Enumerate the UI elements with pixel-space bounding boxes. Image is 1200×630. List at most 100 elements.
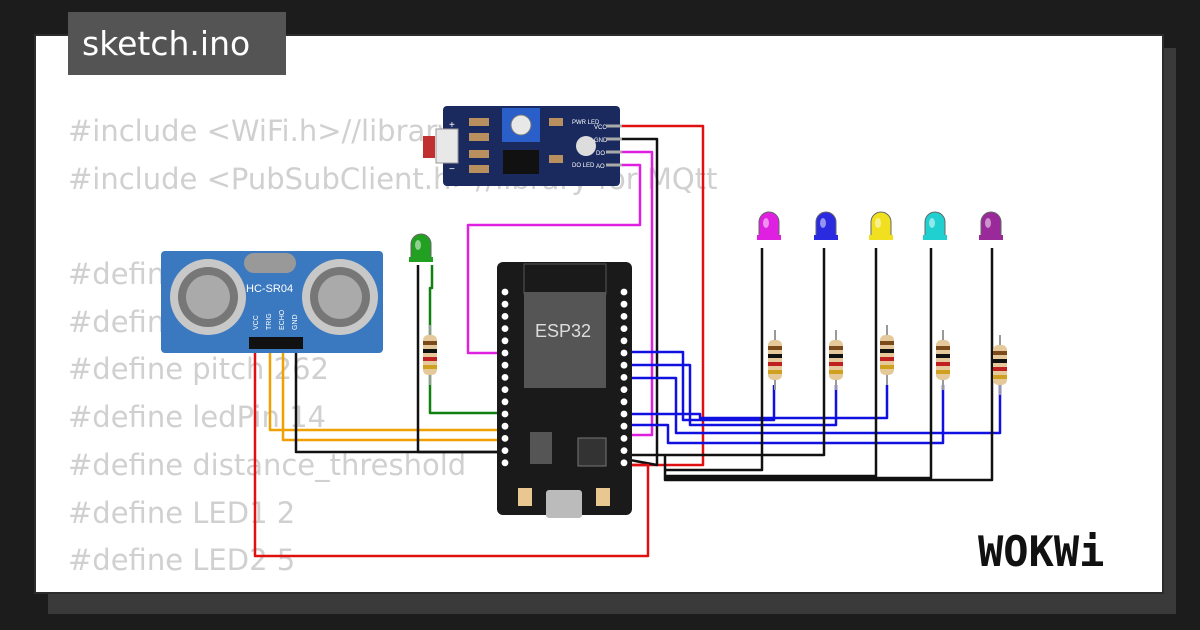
wire-red-ldr-vcc bbox=[620, 124, 705, 467]
wire-blue-1 bbox=[630, 350, 776, 422]
resistor-band bbox=[936, 354, 950, 358]
wire-black-led-2 bbox=[665, 248, 826, 457]
esp32-pin bbox=[501, 361, 509, 369]
led-highlight bbox=[929, 218, 935, 228]
led-highlight bbox=[875, 218, 881, 228]
resistor-band bbox=[880, 365, 894, 369]
usb-port bbox=[546, 490, 582, 518]
wire-black-led-4 bbox=[665, 248, 933, 480]
resistor-band bbox=[423, 365, 437, 369]
esp32-pin bbox=[620, 349, 628, 357]
file-tab-label: sketch.ino bbox=[82, 24, 251, 63]
led-rim bbox=[409, 257, 433, 262]
esp32-board: ESP32 bbox=[497, 262, 632, 518]
esp32-pin bbox=[501, 447, 509, 454]
resistor-band bbox=[993, 375, 1007, 379]
wire-black-led-3 bbox=[665, 248, 878, 478]
resistor-band bbox=[880, 349, 894, 353]
esp32-pin bbox=[620, 422, 628, 430]
wire-blue-4 bbox=[630, 385, 889, 420]
wire-blue-2 bbox=[630, 363, 838, 427]
wire-orange-trig bbox=[268, 347, 500, 432]
esp32-pin bbox=[620, 313, 628, 320]
led-rim bbox=[757, 235, 781, 240]
wire-magenta-ldr-ao bbox=[466, 163, 642, 355]
wire-black-us-gnd bbox=[294, 347, 500, 454]
crystal bbox=[244, 253, 296, 273]
ldr-pin-label: AO bbox=[596, 164, 605, 170]
chip bbox=[503, 150, 539, 174]
resistor-band bbox=[423, 341, 437, 345]
resistor-band bbox=[423, 357, 437, 361]
esp32-pin bbox=[620, 435, 628, 442]
esp32-pin bbox=[501, 337, 509, 345]
ultrasonic-pin-label: GND bbox=[292, 314, 299, 330]
esp32-pin bbox=[501, 288, 509, 296]
esp32-pin bbox=[620, 374, 628, 381]
resistor-band bbox=[993, 359, 1007, 363]
wokwi-logo: WOKWi bbox=[978, 527, 1104, 576]
ldr-plus: + bbox=[449, 120, 455, 131]
resistor-band bbox=[993, 367, 1007, 371]
resistor-band bbox=[936, 346, 950, 350]
led-rim bbox=[979, 235, 1003, 240]
esp32-pin bbox=[501, 386, 509, 393]
file-tab[interactable]: sketch.ino bbox=[68, 12, 286, 75]
resistor-band bbox=[829, 354, 843, 358]
resistor-band bbox=[829, 346, 843, 350]
esp32-antenna bbox=[523, 263, 607, 295]
pwr-led-label: PWR LED bbox=[572, 120, 600, 126]
esp32-pin bbox=[620, 459, 628, 467]
ldr-pin-label: VCC bbox=[594, 125, 607, 131]
wire-black-ldr-gnd bbox=[620, 137, 659, 467]
wire-black-green-led bbox=[416, 265, 500, 454]
led-highlight bbox=[763, 218, 769, 228]
wire-black-leds bbox=[630, 248, 994, 482]
resistor-band bbox=[768, 362, 782, 366]
ultrasonic-pin-label: ECHO bbox=[279, 309, 286, 330]
code-line: #define distance_threshold bbox=[68, 447, 467, 482]
ldr-pin-label: DO bbox=[596, 151, 605, 157]
code-line: #include <WiFi.h>//library bbox=[68, 114, 455, 148]
resistor-band bbox=[768, 370, 782, 374]
ldr-sensor bbox=[423, 136, 435, 158]
ultrasonic-pin-label: VCC bbox=[253, 315, 260, 330]
pwr-led bbox=[576, 136, 596, 156]
wire-magenta-ldr-do bbox=[620, 150, 654, 437]
esp32-pin bbox=[501, 313, 509, 320]
esp32-pin bbox=[620, 337, 628, 345]
led-array bbox=[409, 211, 1007, 395]
esp32-pin bbox=[620, 447, 628, 454]
led-rim bbox=[869, 235, 893, 240]
code-line: #define LED2 5 bbox=[68, 543, 296, 578]
ldr-pin-label: GND bbox=[594, 138, 608, 144]
led bbox=[924, 211, 946, 237]
do-led-label: DO LED bbox=[572, 163, 595, 169]
esp32-pin bbox=[501, 325, 509, 332]
esp32-pin bbox=[501, 349, 509, 357]
esp32-module bbox=[524, 292, 606, 388]
esp32-pin bbox=[501, 459, 509, 467]
esp32-pin bbox=[501, 435, 509, 442]
potentiometer-knob bbox=[510, 114, 532, 136]
wire-blue-3 bbox=[630, 376, 1002, 435]
esp32-pin bbox=[501, 422, 509, 430]
esp32-pin bbox=[501, 300, 509, 308]
ldr-minus: − bbox=[449, 164, 455, 175]
ultrasonic-pin-label: TRIG bbox=[266, 313, 273, 330]
esp32-pin bbox=[620, 300, 628, 308]
resistor-band bbox=[993, 351, 1007, 355]
esp32-pin bbox=[620, 386, 628, 393]
led-rim bbox=[923, 235, 947, 240]
esp32-pin bbox=[620, 325, 628, 332]
led bbox=[410, 233, 432, 259]
led bbox=[980, 211, 1002, 237]
ldr-sensor-housing bbox=[435, 128, 459, 164]
code-line: #define ledPin 14 bbox=[68, 400, 326, 435]
resistor-band bbox=[936, 362, 950, 366]
led bbox=[815, 211, 837, 237]
wire-black-led-1 bbox=[665, 248, 764, 472]
resistor-band bbox=[768, 346, 782, 350]
wire-blue-5 bbox=[630, 385, 945, 445]
esp32-pin bbox=[501, 410, 509, 418]
